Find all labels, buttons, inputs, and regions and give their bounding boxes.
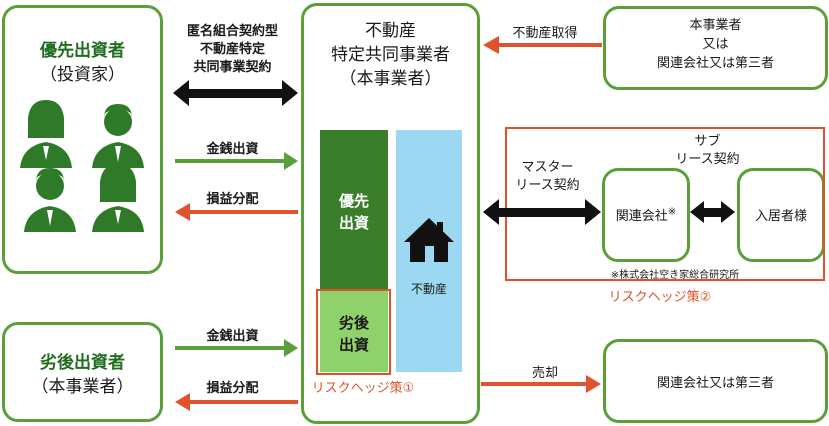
sublease-double-arrow	[690, 201, 735, 223]
buyer-label: 関連会社又は第三者	[656, 376, 774, 391]
house-icon	[404, 218, 454, 262]
operator-line2: 特定共同事業者	[331, 45, 450, 65]
sale-label: 売却	[531, 366, 558, 381]
senior-investor-subtitle: （投資家）	[40, 65, 125, 85]
money-in-label-top: 金銭出資	[206, 142, 259, 157]
profit-arrow-top	[175, 203, 298, 221]
junior-equity-bar	[320, 290, 388, 372]
tenant-label: 入居者様	[754, 209, 807, 224]
investor-icon-man-1	[92, 104, 144, 168]
operator-line3: （本事業者）	[339, 69, 442, 89]
related-company-mark: ※	[667, 206, 677, 218]
seller-box	[603, 6, 828, 90]
related-company-name: 関連会社	[615, 209, 668, 224]
senior-equity-label-2: 出資	[338, 214, 369, 232]
risk-hedge-2-label: リスクヘッジ策②	[608, 290, 712, 305]
risk-hedge-1-label: リスクヘッジ策①	[311, 381, 415, 396]
contract-label-line1: 匿名組合契約型	[186, 24, 278, 39]
junior-equity-label-2: 出資	[338, 336, 369, 354]
junior-investor-subtitle: （本事業者）	[31, 377, 134, 397]
contract-double-arrow	[173, 80, 298, 106]
master-lease-line2: リース契約	[515, 178, 580, 193]
contract-label-line2: 不動産特定	[199, 42, 265, 57]
seller-line3: 関連会社又は第三者	[656, 56, 774, 71]
profit-label-bottom: 損益分配	[206, 381, 259, 396]
seller-line2: 又は	[702, 37, 729, 52]
senior-equity-label-1: 優先	[338, 192, 369, 210]
footnote: ※株式会社空き家総合研究所	[610, 270, 740, 281]
property-label: 不動産	[410, 282, 447, 296]
related-company-label: 関連会社※	[602, 205, 690, 224]
money-in-arrow-bottom	[175, 339, 298, 357]
money-in-arrow-top	[175, 152, 298, 170]
investor-icon-woman-1	[20, 100, 72, 168]
master-lease-line1: マスター	[521, 160, 574, 175]
profit-arrow-bottom	[175, 393, 298, 411]
related-company-box	[602, 168, 690, 262]
acquisition-label: 不動産取得	[512, 26, 578, 41]
sublease-line2: リース契約	[675, 152, 740, 167]
senior-equity-bar	[320, 130, 388, 290]
risk-hedge-1-frame	[316, 289, 391, 375]
money-in-label-bottom: 金銭出資	[206, 329, 259, 344]
risk-hedge-2-frame	[505, 127, 825, 281]
sale-arrow	[481, 375, 601, 393]
investor-icon-woman-2	[92, 164, 144, 232]
operator-line1: 不動産	[365, 21, 416, 41]
junior-equity-label-1: 劣後	[338, 314, 369, 332]
acquisition-arrow	[483, 36, 602, 54]
junior-investor-box	[2, 322, 163, 422]
junior-investor-title: 劣後出資者	[40, 353, 125, 373]
contract-label-line3: 共同事業契約	[193, 60, 272, 75]
profit-label-top: 損益分配	[206, 192, 259, 207]
seller-line1: 本事業者	[689, 18, 742, 33]
buyer-box	[603, 339, 828, 423]
sublease-line1: サブ	[694, 134, 721, 149]
master-lease-double-arrow	[483, 199, 601, 225]
investor-icon-man-2	[24, 168, 76, 232]
senior-investor-title: 優先出資者	[40, 41, 125, 61]
